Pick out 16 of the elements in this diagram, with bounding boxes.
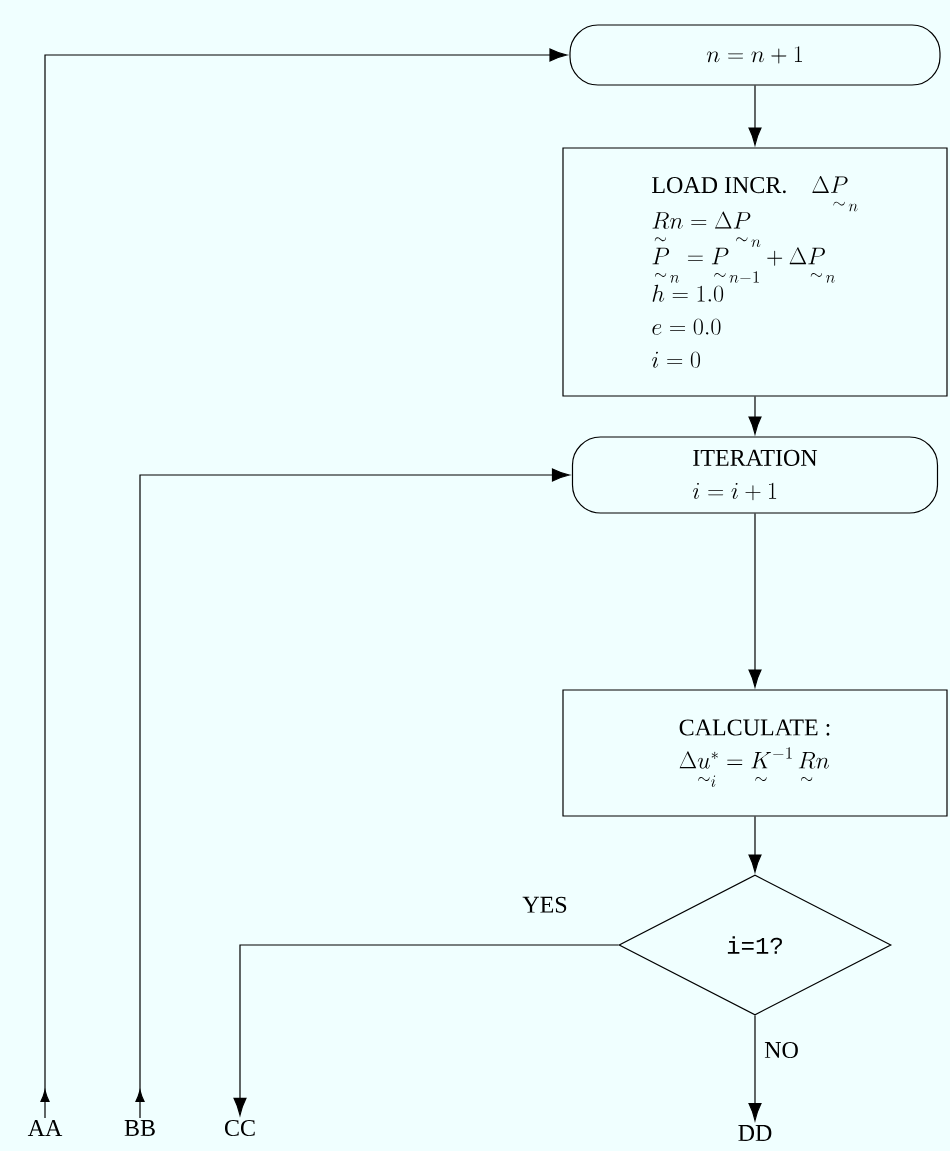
process-box: CALCULATE : $\Delta{\underset{\sim}{u}}^{*}_{i} = {\underset{\sim}{K}}^{-1}\,{\underset{\sim}{R}}n$ [562,689,948,817]
edge-label: NO [762,1039,801,1061]
arrow [233,944,619,1116]
arrow [40,48,568,1119]
edge-label: YES [520,894,570,915]
connector-label: CC [225,1119,255,1137]
connector-label: AA [27,1120,63,1136]
arrow [135,468,570,1119]
arrow [748,513,762,688]
arrow [748,396,762,435]
connector-label: BB [124,1120,155,1136]
connector-label: DD [738,1125,772,1141]
arrow [748,85,762,146]
arrow [748,816,762,873]
arrow [748,1015,762,1121]
process-box: LOAD INCR. $\Delta{\underset{\sim}{P}}_n$ ${\underset{\sim}{R}}n = \Delta{\underset{\sim}{P}}_n$ ${\underset{\sim}{P}}_n = {\underset{\sim}{P}}_{n-1} + \Delta{\underset{\sim}{P}}_n$ $h = 1.0$ $e = 0.0$ $i = 0$ [562,147,948,397]
